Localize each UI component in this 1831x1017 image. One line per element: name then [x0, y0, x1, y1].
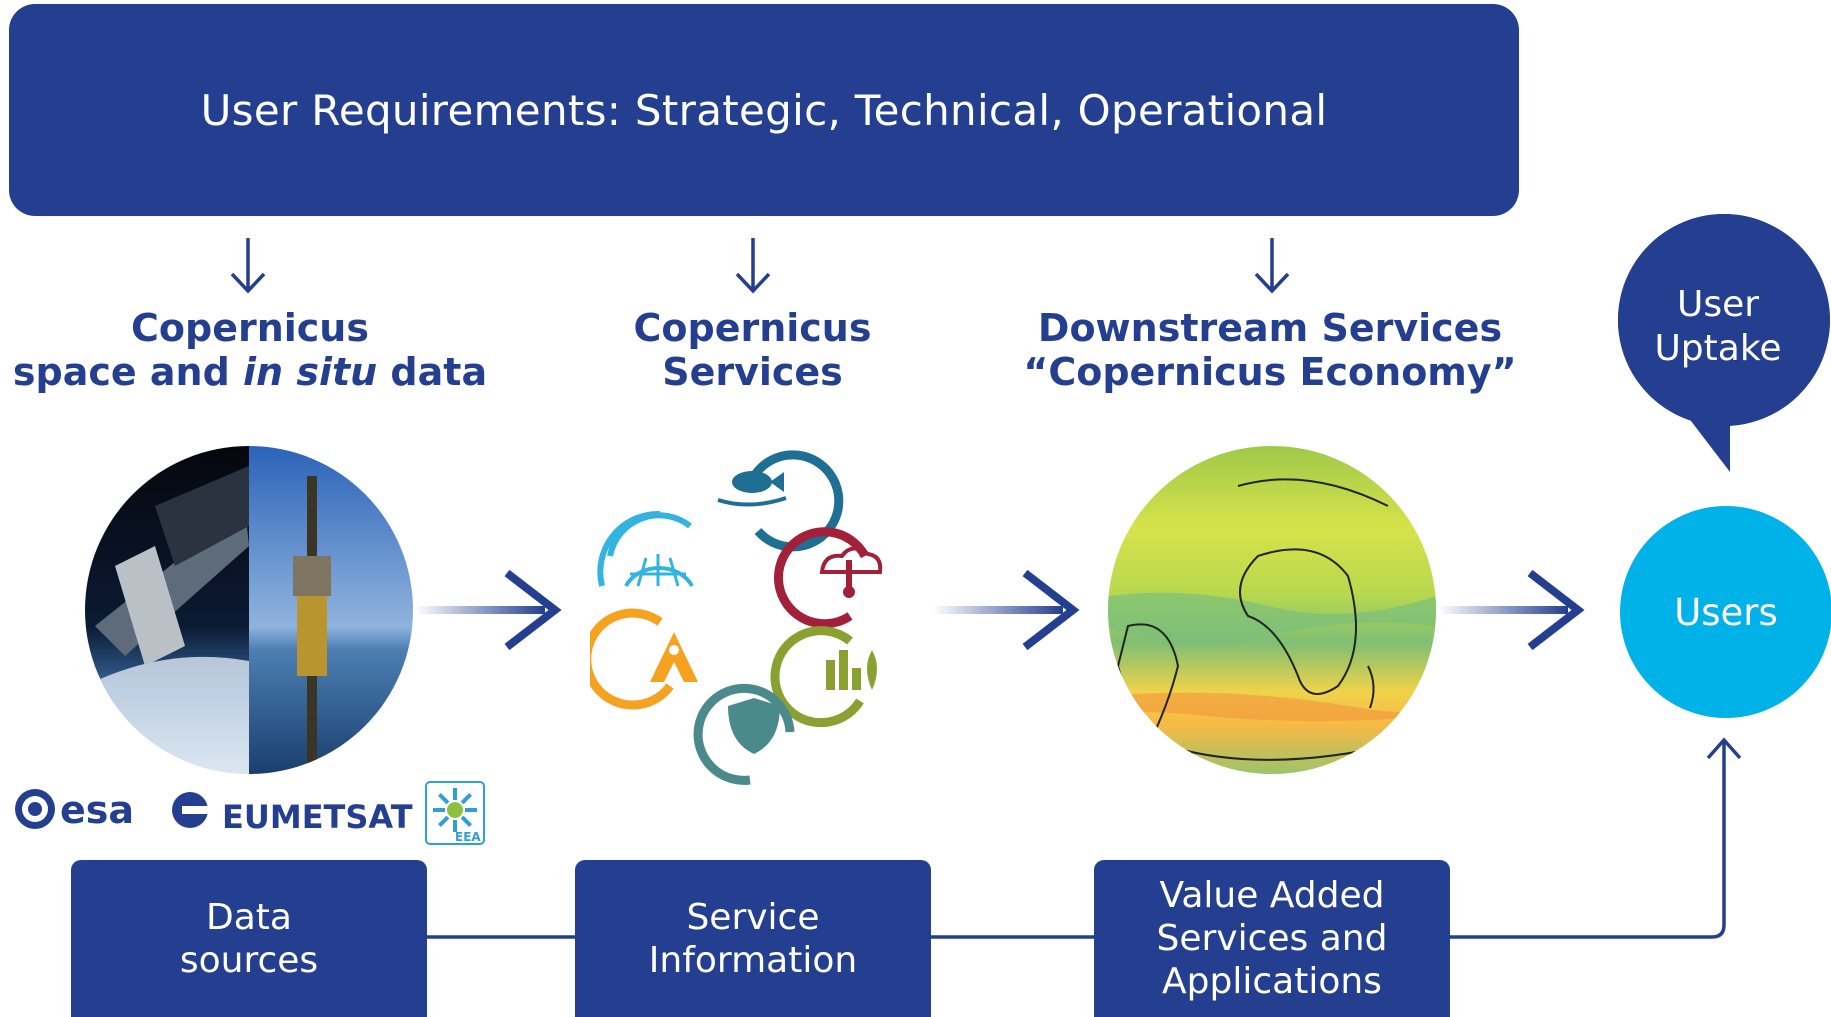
atmosphere-service-icon — [597, 510, 694, 587]
global-map-image — [1108, 446, 1436, 774]
emergency-service-icon — [590, 608, 698, 710]
users-node: Users — [1620, 506, 1831, 718]
title-line: Services — [662, 350, 843, 394]
title-line: “Copernicus Economy” — [1023, 350, 1517, 394]
box-label: Data sources — [179, 896, 319, 981]
title-line: space and in situ data — [12, 350, 488, 394]
right-arrow-icon — [415, 569, 562, 651]
users-label: Users — [1674, 590, 1778, 634]
esa-logo: esa — [60, 788, 135, 832]
security-service-icon — [693, 683, 795, 785]
right-arrow-icon — [933, 569, 1080, 651]
user-uptake-bubble — [1618, 214, 1830, 472]
climate-service-icon — [773, 527, 883, 629]
user-requirements-banner: User Requirements: Strategic, Technical,… — [9, 4, 1519, 216]
box-label: Service Information — [648, 896, 858, 981]
right-arrow-icon — [1438, 569, 1585, 651]
down-arrow-icon — [735, 238, 771, 294]
down-arrow-icon — [230, 238, 266, 294]
user-uptake-label: User Uptake — [1654, 284, 1782, 369]
services-icon-ring — [590, 450, 883, 785]
column-title-data: Copernicus space and in situ data — [0, 306, 500, 394]
data-sources-box: Data sources — [71, 860, 427, 1017]
banner-title: User Requirements: Strategic, Technical,… — [200, 85, 1328, 135]
esa-logo-icon — [15, 789, 55, 829]
column-title-services: Copernicus Services — [570, 306, 935, 394]
service-information-box: Service Information — [575, 860, 931, 1017]
satellite-insitu-image — [85, 446, 413, 774]
box-label: Value Added Services and Applications — [1156, 875, 1388, 1002]
value-added-services-box: Value Added Services and Applications — [1094, 860, 1450, 1017]
eea-logo: EEA — [455, 830, 481, 844]
title-line: Downstream Services — [1037, 306, 1503, 350]
title-line: Copernicus — [131, 306, 369, 350]
land-service-icon — [770, 626, 877, 728]
title-line: Copernicus — [633, 306, 872, 350]
down-arrow-icon — [1254, 238, 1290, 294]
eea-logo-icon — [425, 781, 485, 845]
eumetsat-logo: EUMETSAT — [222, 798, 413, 836]
column-title-downstream: Downstream Services “Copernicus Economy” — [1020, 306, 1520, 394]
eumetsat-logo-icon — [172, 792, 212, 828]
